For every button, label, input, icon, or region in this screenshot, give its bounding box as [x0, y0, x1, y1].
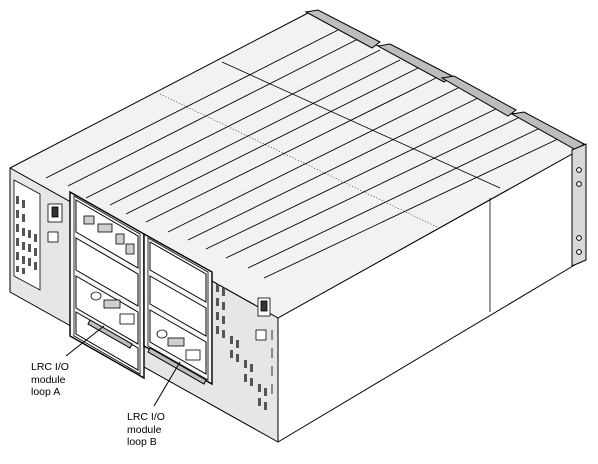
connector-port-icon [83, 215, 135, 325]
vent-grille-icon [13, 179, 41, 291]
callout-loop-b-line3: loop B [127, 436, 157, 448]
callout-loop-b-line1: LRC I/O [127, 411, 165, 423]
leader-lines [65, 325, 181, 407]
callout-loop-b-line2: module [127, 423, 162, 436]
callout-loop-a-line1: LRC I/O [31, 361, 69, 373]
power-switch-icon [255, 297, 271, 341]
module-handles [87, 319, 207, 385]
top-handles [304, 9, 585, 151]
top-rails [45, 29, 561, 279]
callout-loop-b: LRC I/O module loop B [127, 411, 165, 449]
connector-port-icon [156, 329, 201, 361]
callout-loop-a: LRC I/O module loop A [31, 361, 69, 399]
power-switch-icon [47, 203, 63, 243]
callout-loop-a-line3: loop A [31, 386, 61, 398]
rack-ear-icon [571, 143, 587, 267]
vent-grille-icon [216, 284, 267, 410]
callout-loop-a-line2: module [31, 373, 66, 386]
